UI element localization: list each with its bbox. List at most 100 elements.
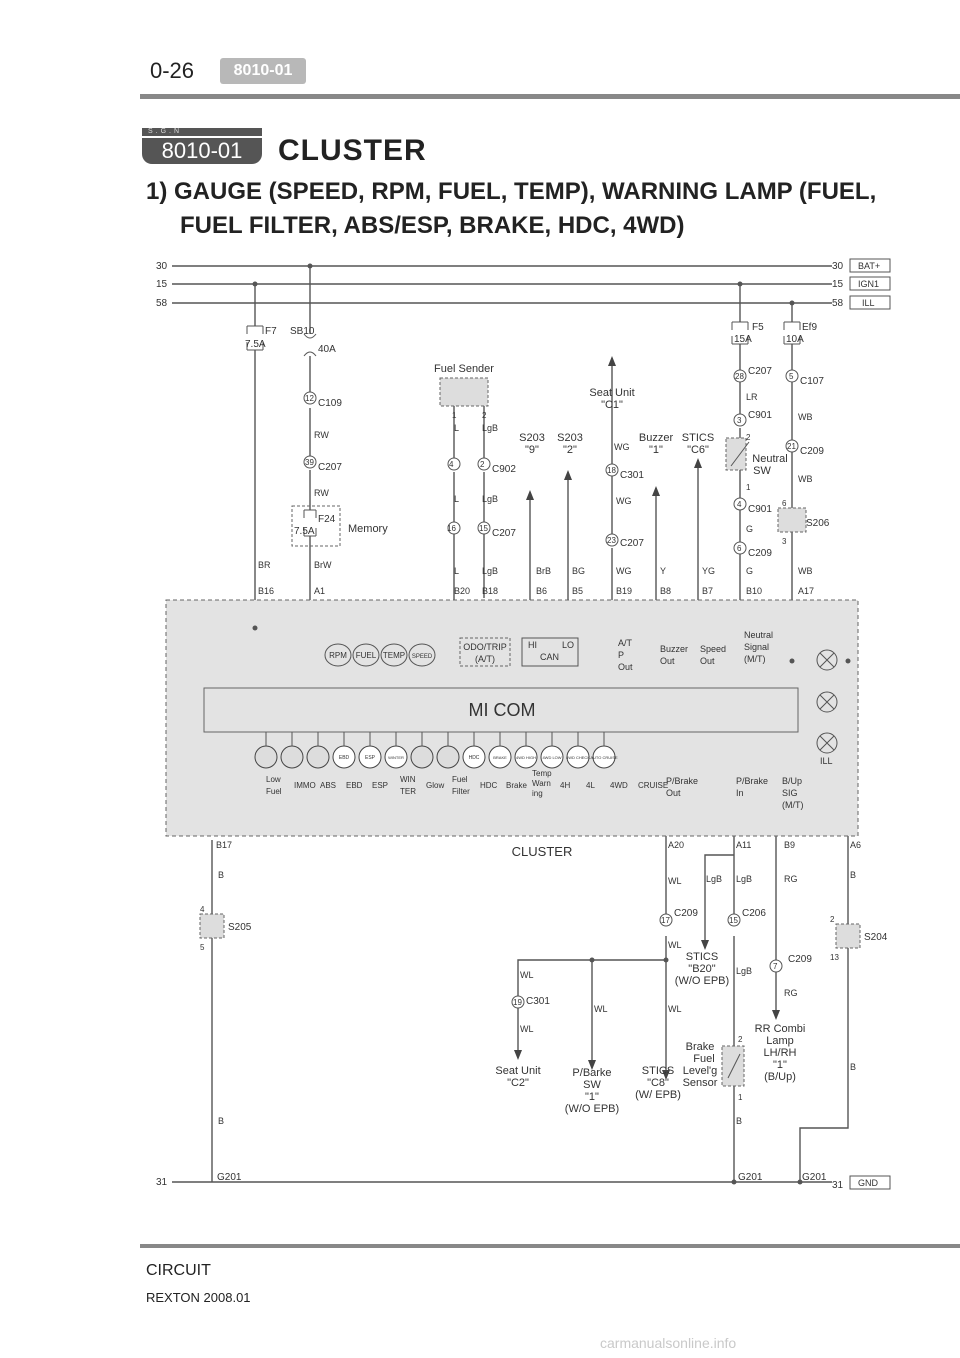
- pin-2-c902: 2: [480, 460, 485, 469]
- pin-6-s206: 6: [782, 499, 787, 508]
- term-b5: B5: [572, 586, 583, 596]
- warning-lamp-icon-label: HDC: [469, 755, 480, 761]
- wire-lgb-d: LgB: [706, 874, 722, 884]
- rail-15-left: 15: [156, 279, 168, 290]
- warning-lamp-icon: 4WD LOW: [540, 732, 564, 769]
- wire-rg-b: RG: [784, 988, 798, 998]
- pin-19: 19: [513, 998, 522, 1007]
- bat-tag: BAT+: [858, 261, 880, 271]
- conn-c207-b: C207: [492, 528, 516, 539]
- page-header: 0-26 8010-01: [0, 0, 960, 110]
- gauge-speed: SPEED: [412, 654, 433, 660]
- neutral-sw-label-1: Neutral: [752, 453, 787, 465]
- pin-16: 16: [447, 524, 456, 533]
- ill-tag: ILL: [862, 298, 875, 308]
- pbrake-in-1: P/Brake: [736, 776, 768, 786]
- ground-g201-b: G201: [738, 1172, 763, 1183]
- conn-c901-b: C901: [748, 504, 772, 515]
- wire-wg-b: WG: [616, 496, 632, 506]
- brake-fluid-sensor-box: [721, 1045, 745, 1087]
- pin-6-c209: 6: [737, 544, 742, 553]
- buzzer-out-1: Buzzer: [660, 644, 688, 654]
- pbarke-sw-label-2: SW: [583, 1079, 601, 1091]
- stics-b20-label-1: STICS: [686, 951, 718, 963]
- s203-2-label-2: "2": [563, 444, 577, 456]
- splice-s206: S206: [806, 518, 830, 529]
- warning-lamp-label: TER: [400, 787, 416, 796]
- seat-unit-c2-label-1: Seat Unit: [495, 1065, 540, 1077]
- rail-58-right: 58: [832, 298, 844, 309]
- odo-box: [459, 637, 511, 667]
- section-title: CLUSTER: [278, 134, 427, 167]
- warning-lamp-label: Fuel: [266, 787, 282, 796]
- cluster-label: CLUSTER: [512, 844, 573, 859]
- gnd-tag: GND: [858, 1178, 879, 1188]
- ground-g201-a: G201: [217, 1172, 242, 1183]
- warning-lamp-label: Filter: [452, 787, 470, 796]
- term-a20: A20: [668, 840, 684, 850]
- wire-wb-c: WB: [798, 566, 813, 576]
- pin-4-s205: 4: [200, 905, 205, 914]
- fuse-f7-rating: 7.5A: [245, 339, 266, 350]
- brake-fluid-label-4: Sensor: [683, 1077, 718, 1089]
- term-b8: B8: [660, 586, 671, 596]
- pin-1-neutral: 1: [746, 483, 751, 492]
- pin-1-brake-sensor: 1: [738, 1093, 743, 1102]
- s204-box: [835, 923, 861, 949]
- pin-1-sender: 1: [452, 411, 457, 420]
- pin-28: 28: [735, 372, 744, 381]
- buzzer-out-2: Out: [660, 656, 675, 666]
- warning-lamp-icon: BRAKE: [488, 732, 512, 769]
- stics-b20-label-2: "B20": [688, 963, 715, 975]
- conn-c207-a: C207: [318, 462, 342, 473]
- warning-lamp-icon-label: 4WD CHECK: [566, 755, 590, 760]
- term-b6: B6: [536, 586, 547, 596]
- wire-wl-d: WL: [520, 970, 534, 980]
- conn-c301-a: C301: [620, 470, 644, 481]
- conn-c207-c: C207: [620, 538, 644, 549]
- micom-box: [203, 687, 799, 733]
- odo-label-1: ODO/TRIP: [463, 642, 507, 652]
- conn-c107: C107: [800, 376, 824, 387]
- conn-c209-c: C209: [674, 908, 698, 919]
- warning-lamp-label: CRUISE: [638, 781, 668, 790]
- wire-g-b: G: [746, 566, 753, 576]
- wire-wb-b: WB: [798, 474, 813, 484]
- brake-fluid-label-3: Level'g: [683, 1065, 718, 1077]
- seat-unit-c1-label-1: Seat Unit: [589, 387, 634, 399]
- wire-b-e: B: [736, 1116, 742, 1126]
- rr-combi-label-5: (B/Up): [764, 1071, 796, 1083]
- warning-lamp-label: EBD: [346, 781, 363, 790]
- warning-lamp-label: Temp: [532, 769, 552, 778]
- wire-wl-c: WL: [668, 1004, 682, 1014]
- seat-unit-c2-label-2: "C2": [507, 1077, 529, 1089]
- warning-lamp-icon: WINTER: [384, 732, 408, 769]
- odo-label-2: (A/T): [475, 654, 495, 664]
- bup-sig-2: SIG: [782, 788, 798, 798]
- rr-combi-label-1: RR Combi: [755, 1023, 806, 1035]
- stics-c6-label-2: "C6": [687, 444, 709, 456]
- conn-c206: C206: [742, 908, 766, 919]
- rr-combi-label-2: Lamp: [766, 1035, 794, 1047]
- rail-30-right: 30: [832, 261, 844, 272]
- fuse-ef9: Ef9: [802, 322, 817, 333]
- term-b17: B17: [216, 840, 232, 850]
- watermark: carmanualsonline.info: [600, 1335, 737, 1351]
- wire-wl-a: WL: [668, 876, 682, 886]
- wire-b-b: B: [218, 1116, 224, 1126]
- neutral-signal-3: (M/T): [744, 654, 766, 664]
- rail-tags: BAT+ IGN1 ILL GND: [849, 258, 891, 1190]
- fuse-sb10-rating: 40A: [318, 344, 336, 355]
- term-b7: B7: [702, 586, 713, 596]
- stics-c8-label-3: (W/ EPB): [635, 1089, 681, 1101]
- buzzer-label-1: Buzzer: [639, 432, 674, 444]
- subtitle-line-2: FUEL FILTER, ABS/ESP, BRAKE, HDC, 4WD): [180, 212, 685, 239]
- stics-c8-label-1: STICS: [642, 1065, 674, 1077]
- warning-lamp-label: ESP: [372, 781, 388, 790]
- fuse-f7: F7: [265, 326, 277, 337]
- footer-rule: [140, 1244, 960, 1248]
- wire-g-a: G: [746, 524, 753, 534]
- warning-lamp-icon: ESP: [358, 732, 382, 769]
- rail-31-right: 31: [832, 1180, 844, 1191]
